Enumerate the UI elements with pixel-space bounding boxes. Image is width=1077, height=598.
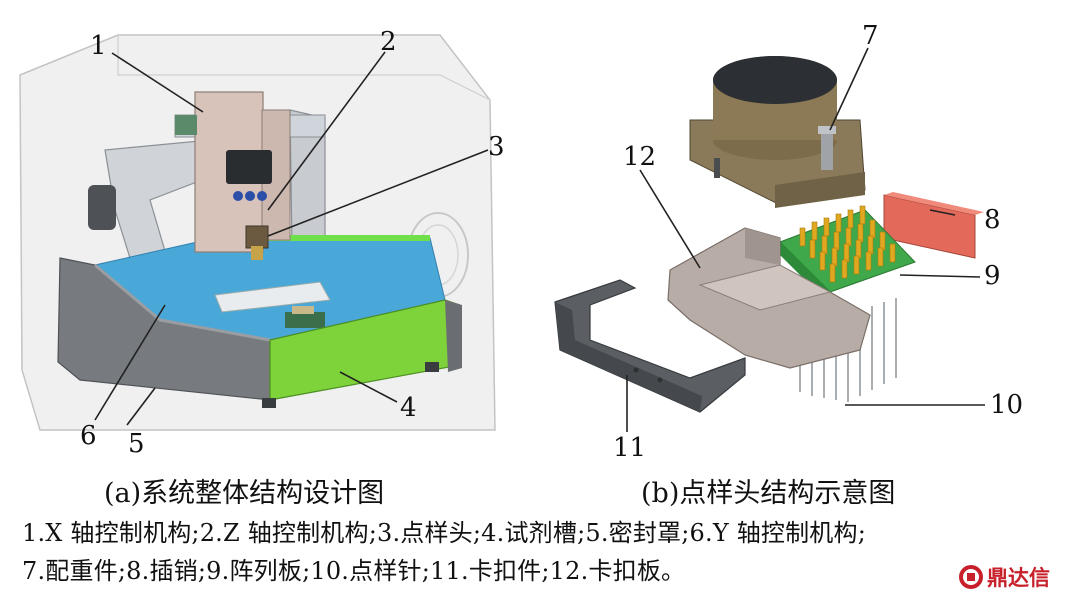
label-4: 4 xyxy=(400,393,417,423)
caption-spotting-head: (b)点样头结构示意图 xyxy=(641,478,896,509)
legend-line-2: 7.配重件;8.插销;9.阵列板;10.点样针;11.卡扣件;12.卡扣板。 xyxy=(22,557,686,585)
label-8: 8 xyxy=(984,205,1001,235)
label-10: 10 xyxy=(990,390,1023,420)
label-9: 9 xyxy=(984,261,1001,291)
legend-line-1: 1.X 轴控制机构;2.Z 轴控制机构;3.点样头;4.试剂槽;5.密封罩;6.… xyxy=(22,519,866,547)
counterweight xyxy=(689,56,866,208)
label-7: 7 xyxy=(862,21,879,51)
label-11: 11 xyxy=(613,433,646,463)
label-1: 1 xyxy=(90,31,107,61)
spotting-head-illustration xyxy=(554,56,984,413)
caption-system-structure: (a)系统整体结构设计图 xyxy=(104,478,385,509)
spotting-head xyxy=(245,225,269,249)
label-2: 2 xyxy=(380,27,397,57)
label-12: 12 xyxy=(623,142,656,172)
system-structure-illustration xyxy=(19,34,496,431)
label-6: 6 xyxy=(80,421,97,451)
leader-lines-b xyxy=(626,47,985,432)
label-5: 5 xyxy=(128,429,145,459)
watermark-text: 鼎达信 xyxy=(987,566,1050,590)
label-3: 3 xyxy=(488,132,505,162)
watermark-logo: 鼎达信 xyxy=(958,562,1050,592)
leader-lines-a xyxy=(94,51,489,426)
clip-piece xyxy=(554,279,746,413)
watermark-logo-icon xyxy=(959,565,983,589)
